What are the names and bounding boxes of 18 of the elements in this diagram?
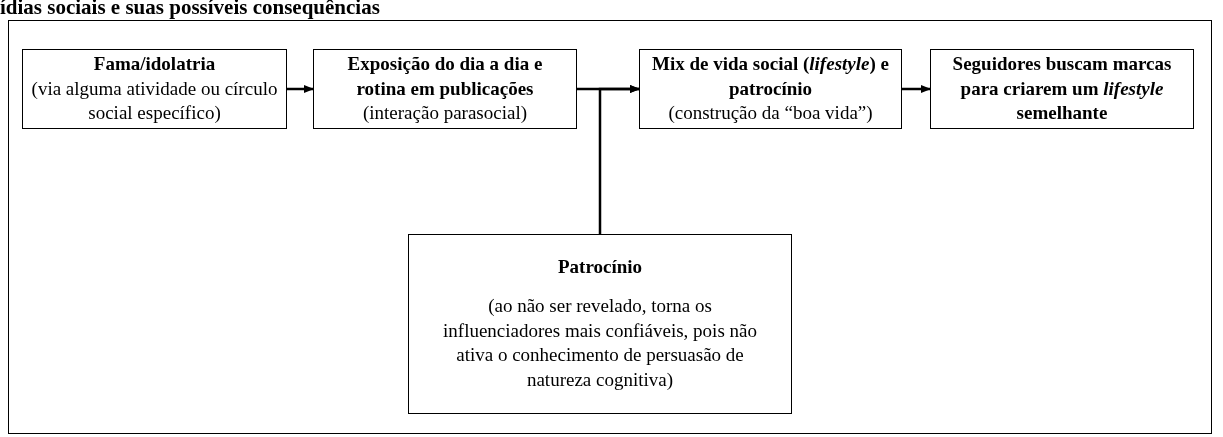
process-box: [313, 49, 577, 129]
process-box: [22, 49, 287, 129]
process-box: [408, 234, 792, 414]
box-heading: Exposição do dia a dia e rotina em publicações: [346, 51, 544, 101]
box-text: (construção da “boa vida”): [668, 101, 873, 126]
box-heading: Seguidores buscam marcas para criarem um lifestyle semelhante: [951, 51, 1173, 126]
box-heading: Mix de vida social (lifestyle) e patrocínio: [651, 51, 890, 101]
box-text: (interação parasocial): [362, 101, 527, 126]
box-heading: Fama/idolatria: [93, 51, 216, 76]
box-text: (ao não ser revelado, torna os influenciadores mais confiáveis, pois não ativa o conhecimento de persuasão de natureza cognitiva): [442, 293, 758, 393]
process-box: [639, 49, 902, 129]
title: ídias sociais e suas possíveis consequências: [0, 0, 380, 21]
process-box: [930, 49, 1194, 129]
box-heading: Patrocínio: [557, 255, 643, 280]
box-text: (via alguma atividade ou círculo social específico): [31, 76, 278, 126]
arrow: [598, 85, 640, 234]
arrow: [902, 85, 931, 93]
arrow: [287, 85, 314, 93]
